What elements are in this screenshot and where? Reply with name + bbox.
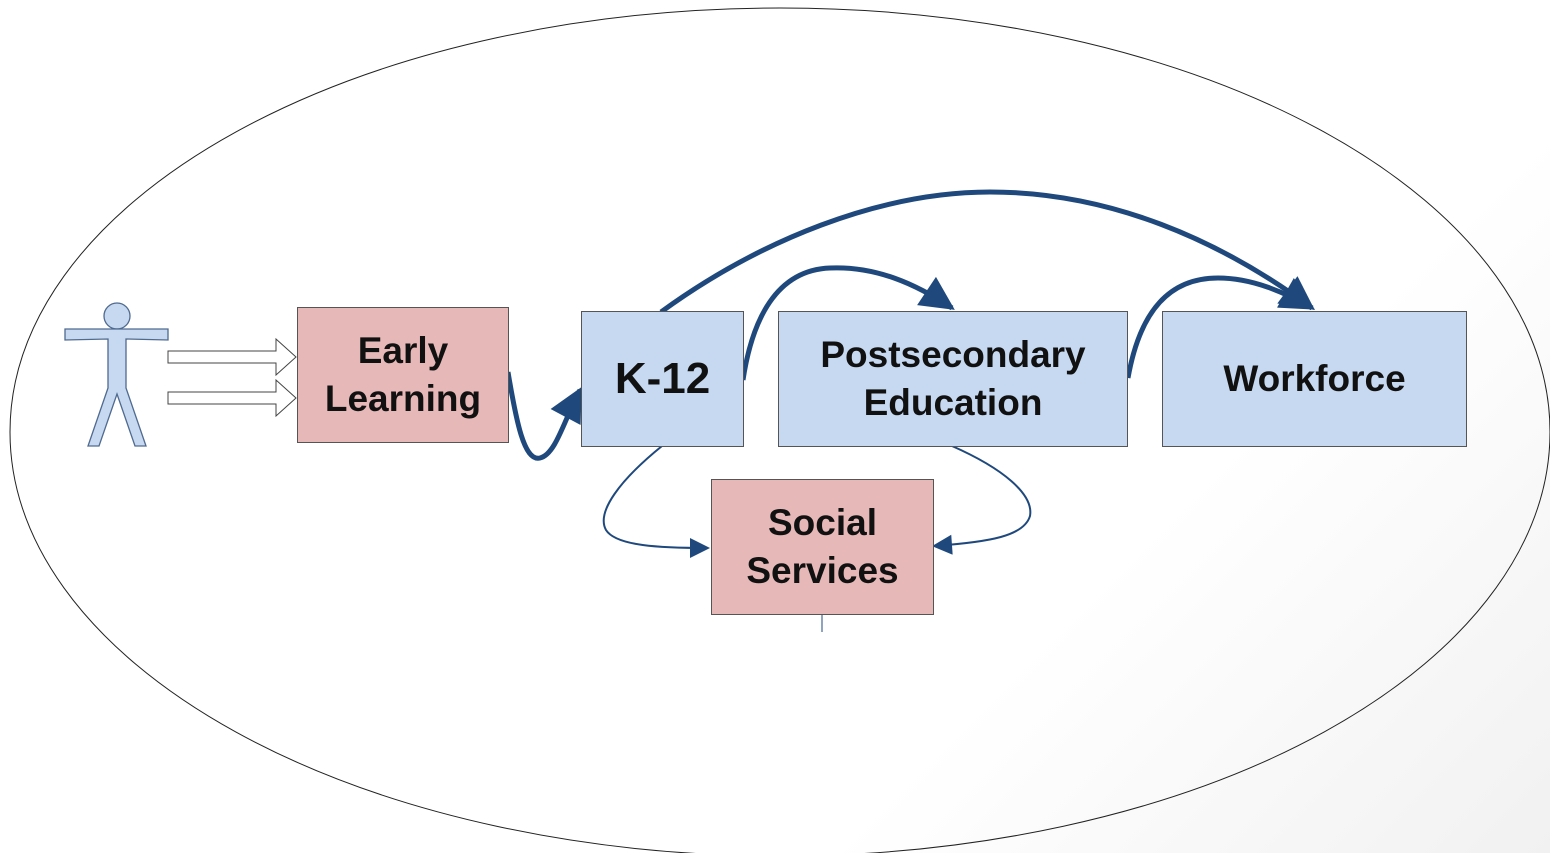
- person-icon: [64, 302, 169, 447]
- node-k12-label: K-12: [614, 354, 711, 404]
- node-early-learning: Early Learning: [297, 307, 509, 443]
- arrow-postsecondary-to-social-services: [932, 445, 1032, 555]
- arrow-postsecondary-to-workforce: [1125, 275, 1315, 379]
- arrow-k12-to-social-services: [602, 445, 710, 558]
- node-postsecondary-label: Postsecondary Education: [820, 333, 1086, 423]
- context-ellipse: [9, 7, 1550, 853]
- node-postsecondary-education: Postsecondary Education: [778, 311, 1128, 447]
- arrow-k12-to-workforce: [659, 189, 1315, 315]
- arrow-early-to-k12: [505, 371, 583, 461]
- arrow-k12-to-postsecondary: [740, 265, 955, 381]
- node-early-learning-label: Early Learning: [324, 329, 482, 419]
- node-social-services: Social Services: [711, 479, 934, 615]
- node-workforce: Workforce: [1162, 311, 1467, 447]
- node-k12: K-12: [581, 311, 744, 447]
- node-social-services-label: Social Services: [746, 501, 899, 591]
- node-workforce-label: Workforce: [1223, 357, 1406, 399]
- input-arrows: [167, 337, 297, 418]
